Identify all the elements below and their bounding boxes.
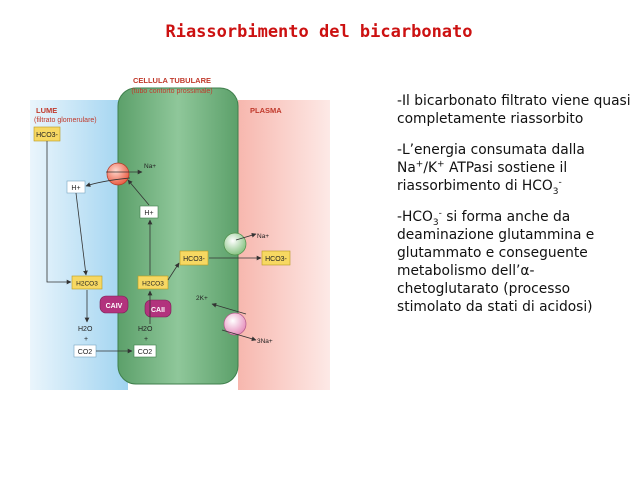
cell-h2o-label: H2O <box>138 326 153 333</box>
arrow-h2co3-to-hco3 <box>167 262 180 281</box>
arrow-h-to-exchanger <box>127 179 150 206</box>
explanation-text: -Il bicarbonato filtrato viene quasi com… <box>397 92 633 329</box>
lumen-region <box>30 100 128 390</box>
cell-co2-box <box>133 344 157 358</box>
cell-title: CELLULA TUBULARE <box>133 76 211 85</box>
arrow-hco3-to-lumen-h2co3 <box>46 141 72 285</box>
cell-h2co3-label: H2CO3 <box>142 281 164 288</box>
p3-part-b: si forma anche da deaminazione glutammin… <box>397 209 595 279</box>
plasma-region <box>238 100 330 390</box>
hco3-na-cotransporter <box>223 232 247 256</box>
k2-label: 2K+ <box>196 295 208 302</box>
na3-label: 3Na+ <box>257 338 273 345</box>
na-lumen-label: Na+ <box>144 163 156 170</box>
lumen-title: LUME <box>36 106 57 115</box>
lumen-co2-label: CO2 <box>78 349 93 356</box>
plasma-hco3-label: HCO3- <box>265 256 287 263</box>
p2-na-charge: + <box>415 159 424 170</box>
p2-part-a: -L’energia consumata dalla Na <box>397 142 585 176</box>
lumen-h2co3-box <box>71 275 103 290</box>
cell-subtitle: (tubo contorto prossimale) <box>131 88 212 95</box>
paragraph-2: -L’energia consumata dalla Na+/K+ ATPasi… <box>397 141 633 197</box>
caiv-label: CAIV <box>106 303 123 310</box>
plasma-hco3-box <box>261 250 291 266</box>
paragraph-1: -Il bicarbonato filtrato viene quasi com… <box>397 93 631 127</box>
p3-subscript-3: 3 <box>432 217 439 228</box>
cell-h2co3-box <box>137 275 169 290</box>
p3-part-a: -HCO <box>397 209 433 225</box>
p2-part-b: /K <box>423 160 438 176</box>
p3-minus: - <box>438 208 442 219</box>
p2-k-charge: + <box>437 159 445 170</box>
lumen-subtitle: (filtrato glomerulare) <box>34 117 97 124</box>
arrow-h-to-lumen-h2co3 <box>75 192 88 276</box>
p3-part-c: -chetoglutarato (processo stimolato da s… <box>397 263 593 315</box>
lumen-h-label: H+ <box>71 185 80 192</box>
cell-hco3-label: HCO3- <box>183 256 205 263</box>
arrow-h-out-of-cell <box>85 177 131 187</box>
arrow-na-to-plasma <box>235 232 257 241</box>
caii-enzyme <box>144 299 172 318</box>
lumen-h2o-label: H2O <box>78 326 93 333</box>
caiv-enzyme <box>99 295 129 314</box>
cell-plus-label: + <box>144 336 148 343</box>
plasma-title: PLASMA <box>250 106 282 115</box>
arrow-na-out-of-cell <box>221 329 257 342</box>
lumen-h2co3-label: H2CO3 <box>76 281 98 288</box>
cell-co2-label: CO2 <box>138 349 153 356</box>
paragraph-3: -HCO3- si forma anche da deaminazione gl… <box>397 208 633 316</box>
caii-label: CAII <box>151 307 165 314</box>
page-title: Riassorbimento del bicarbonato <box>165 22 473 42</box>
p2-minus: - <box>558 177 562 188</box>
reaction-arrows <box>46 141 262 354</box>
na-h-exchanger <box>106 162 130 186</box>
arrow-k-into-cell <box>211 302 247 315</box>
p2-subscript-3: 3 <box>552 186 559 197</box>
na-plasma-label: Na+ <box>257 233 269 240</box>
na-k-atpase <box>223 312 247 336</box>
p3-alpha: α <box>520 263 530 279</box>
tubular-cell <box>117 87 239 385</box>
p2-part-c: ATPasi sostiene il riassorbimento di HCO <box>397 160 568 194</box>
cell-h-label: H+ <box>144 210 153 217</box>
lumen-hco3-label: HCO3- <box>36 132 58 139</box>
lumen-plus-label: + <box>84 336 88 343</box>
cell-h-box <box>139 205 159 219</box>
cell-hco3-box <box>179 250 209 266</box>
